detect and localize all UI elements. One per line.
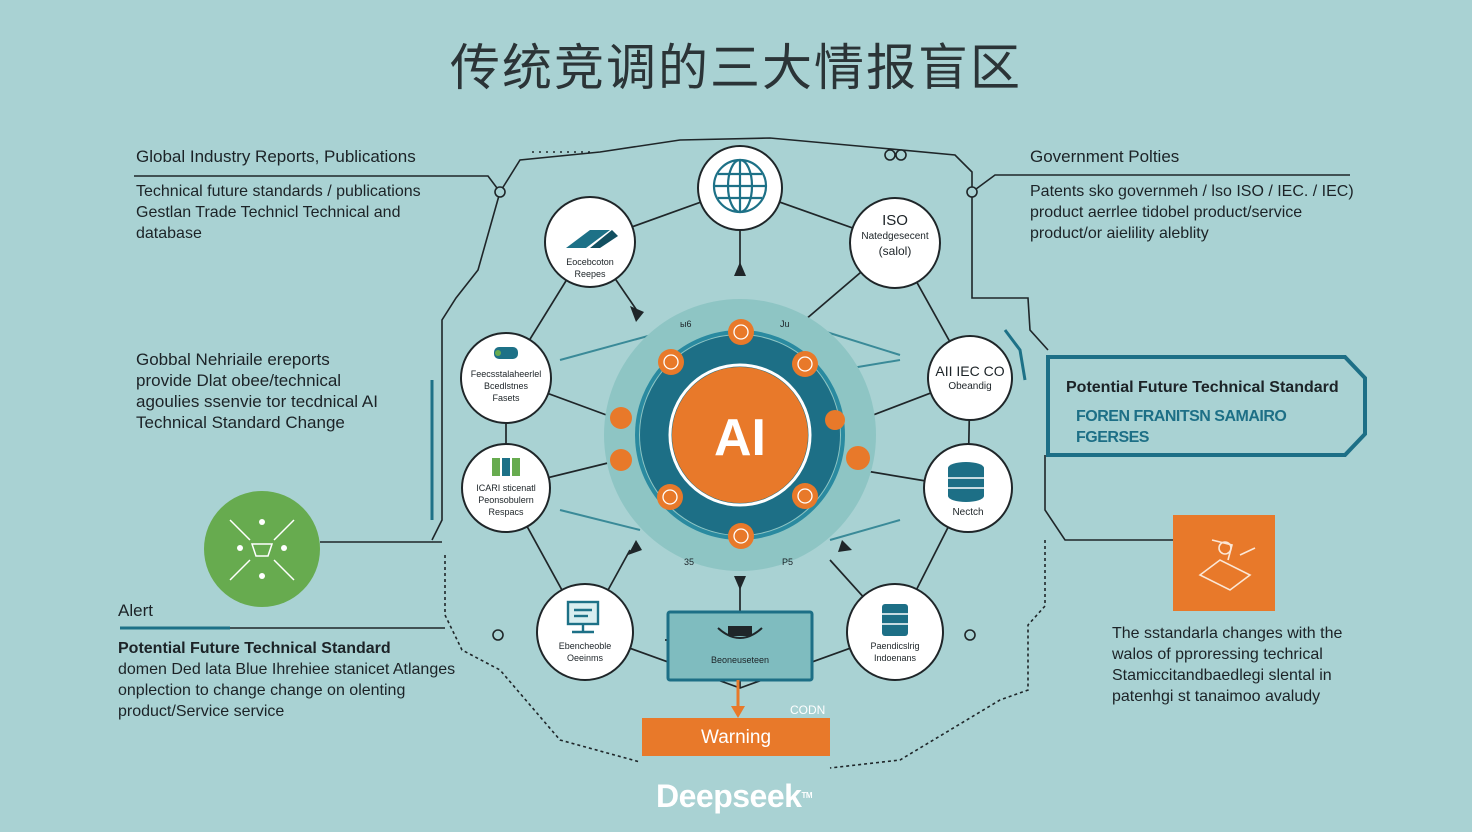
finance-node-label: Feecsstalaheerlel Bcedlstnes Fasets bbox=[464, 368, 548, 404]
brand-name: Deepseek bbox=[656, 778, 802, 814]
alert-block: Potential Future Technical Standard dome… bbox=[118, 638, 498, 722]
server-node-line-2: Indoenans bbox=[873, 653, 917, 663]
right-top-line-2: product aerrlee tidobel product/service bbox=[1030, 204, 1303, 221]
server-node-line-1: Paendicslrig bbox=[870, 641, 920, 651]
alert-line-2: onplection to change change on olenting bbox=[118, 682, 406, 699]
iec-node-label: AII IEC CO Obeandig bbox=[932, 362, 1008, 394]
small-label-3: 35 bbox=[684, 557, 695, 567]
report-node-label: ICARI sticenatl Peonsobulern Respacs bbox=[466, 482, 546, 518]
iso-node-line-2: Natedgesecent bbox=[861, 231, 929, 242]
publication-node-line-1: Eocebcoton bbox=[566, 257, 614, 267]
right-bottom-line-2: walos of pproressing techrical bbox=[1112, 646, 1323, 663]
iso-node-line-3: (salol) bbox=[878, 244, 912, 258]
small-label-1: ы6 bbox=[680, 319, 692, 329]
report-icon bbox=[492, 458, 520, 476]
alert-heading: Potential Future Technical Standard bbox=[118, 640, 391, 657]
database-node-label: Nectch bbox=[952, 507, 984, 518]
right-bottom-line-4: patenhgi st tanaimoo avaludy bbox=[1112, 688, 1321, 705]
left-top-block: Global Industry Reports, Publications Te… bbox=[136, 146, 456, 244]
hub-label: AI bbox=[714, 409, 766, 467]
alert-label: Alert bbox=[118, 601, 153, 620]
teal-bracket-right bbox=[430, 329, 1027, 520]
brand-trademark: TM bbox=[801, 791, 812, 800]
right-top-heading: Government Polties bbox=[1030, 147, 1180, 166]
alert-line-3: product/Service service bbox=[118, 703, 285, 720]
iso-node-line-1: ISO bbox=[882, 212, 908, 229]
codn-label: CODN bbox=[790, 703, 826, 717]
left-mid-line-2: provide Dlat obee/technical bbox=[136, 371, 342, 390]
left-top-line-3: database bbox=[136, 225, 202, 242]
computer-icon bbox=[566, 600, 600, 634]
publication-node-label: Eocebcoton Reepes bbox=[550, 256, 630, 280]
bottom-panel bbox=[666, 610, 814, 682]
publication-icon bbox=[566, 230, 618, 248]
small-label-2: Ju bbox=[780, 319, 790, 329]
warning-button-label[interactable]: Warning bbox=[700, 727, 772, 748]
small-label-4: P5 bbox=[782, 557, 794, 567]
report-node-line-2: Peonsobulern bbox=[478, 495, 534, 505]
left-top-line-1: Technical future standards / publication… bbox=[136, 183, 421, 200]
server-icon bbox=[882, 604, 908, 636]
finance-node-line-1: Feecsstalaheerlel bbox=[470, 369, 542, 379]
left-mid-block: Gobbal Nehriaile ereports provide Dlat o… bbox=[136, 349, 426, 433]
right-bottom-block: The sstandarla changes with the walos of… bbox=[1112, 623, 1412, 707]
orbit-dots bbox=[610, 319, 870, 549]
report-node-line-3: Respacs bbox=[488, 507, 524, 517]
right-top-line-1: Patents sko governmeh / lso ISO / IEC. /… bbox=[1030, 183, 1354, 200]
connector-rings bbox=[492, 149, 978, 641]
iso-node-label: ISO Natedgesecent (salol) bbox=[854, 212, 936, 258]
database-icon bbox=[948, 462, 984, 502]
globe-icon bbox=[712, 158, 768, 214]
brand-logo: DeepseekTM bbox=[656, 776, 812, 816]
right-bottom-line-1: The sstandarla changes with the bbox=[1112, 625, 1343, 642]
right-callout-subtitle: FOREN FRANITSN SAMAIRO FGERSES bbox=[1076, 408, 1287, 446]
left-mid-line-3: agoulies ssenvie tor tecdnical AI bbox=[136, 392, 378, 411]
right-callout-frame bbox=[1046, 355, 1367, 457]
warning-button-bg[interactable] bbox=[642, 718, 830, 756]
server-node-label: Paendicslrig Indoenans bbox=[852, 640, 938, 664]
right-top-block: Government Polties Patents sko governmeh… bbox=[1030, 146, 1370, 244]
left-top-heading: Global Industry Reports, Publications bbox=[136, 147, 416, 166]
panel-node-label: Beoneuseteen bbox=[710, 655, 770, 665]
computer-node-label: Ebencheoble Oeeinms bbox=[542, 640, 628, 664]
finance-node-line-3: Fasets bbox=[492, 393, 520, 403]
computer-node-line-1: Ebencheoble bbox=[558, 641, 612, 651]
alert-circle bbox=[204, 491, 320, 607]
left-mid-line-4: Technical Standard Change bbox=[136, 413, 345, 432]
iec-node-line-1: AII IEC CO bbox=[935, 363, 1005, 379]
orbit-dot-outlines bbox=[662, 324, 813, 544]
panel-to-warning-arrow bbox=[731, 680, 745, 718]
warning-document-icon bbox=[1173, 515, 1275, 611]
left-mid-line-1: Gobbal Nehriaile ereports bbox=[136, 350, 330, 369]
publication-node-line-2: Reepes bbox=[574, 269, 606, 279]
left-top-line-2: Gestlan Trade Technicl Technical and bbox=[136, 204, 401, 221]
right-callout-title: Potential Future Technical Standard bbox=[1066, 379, 1339, 396]
report-node-line-1: ICARI sticenatl bbox=[476, 483, 536, 493]
finance-node-line-2: Bcedlstnes bbox=[483, 381, 529, 391]
right-bottom-line-3: Stamiccitandbaedlegi slental in bbox=[1112, 667, 1332, 684]
iec-node-line-2: Obeandig bbox=[948, 381, 992, 392]
finance-icon bbox=[494, 347, 518, 359]
computer-node-line-2: Oeeinms bbox=[566, 653, 603, 663]
alert-line-1: domen Ded lata Blue Ihrehiee stanicet At… bbox=[118, 661, 456, 678]
right-top-line-3: product/or aielility aleblity bbox=[1030, 225, 1209, 242]
page-title: 传统竞调的三大情报盲区 bbox=[450, 39, 1022, 97]
